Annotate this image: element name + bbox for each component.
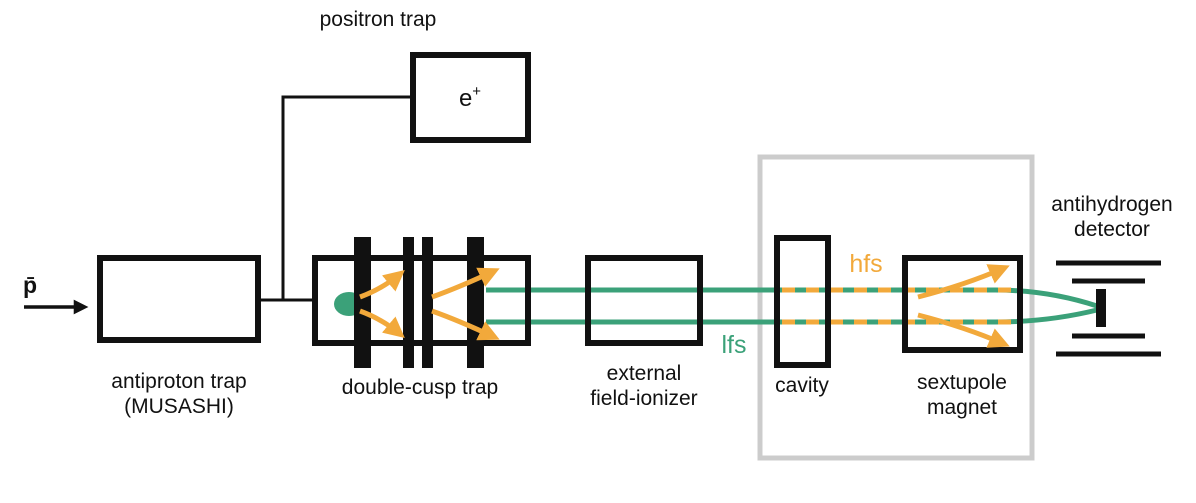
antiproton-input: p̄ [23,272,89,315]
cusp-coil-bar [422,237,433,368]
positron-trap: e+ positron trap [320,8,531,143]
microwave-cavity: cavity [774,235,831,397]
positron-trap-label: positron trap [320,8,437,31]
double-cusp-trap-box [312,255,531,346]
sextupole-label-2: magnet [927,396,997,419]
double-cusp-trap-label: double-cusp trap [342,376,498,399]
detector-label-1: antihydrogen [1051,193,1172,216]
spin-arrow-icon [359,308,405,339]
hfs-deflect-arrow-icon [917,264,1010,300]
antiproton-trap-box [97,255,261,343]
cavity-box [774,235,831,368]
cusp-coil-bar [467,237,484,368]
sextupole-label-1: sextupole [917,371,1007,394]
field-ionizer-box [585,255,703,346]
cusp-coil-bar [403,237,414,368]
lfs-label: lfs [722,331,747,359]
sextupole-box [902,255,1023,353]
detector-label-2: detector [1074,218,1150,241]
antihydrogen-detector: antihydrogen detector [1051,193,1173,357]
sextupole-magnet: sextupole magnet [902,255,1023,419]
double-cusp-trap: double-cusp trap [312,237,531,399]
hfs-deflect-arrow-icon [917,312,1010,348]
spin-arrow-icon [431,267,500,300]
antiproton-trap-label-1: antiproton trap [111,370,246,393]
cavity-label: cavity [775,374,829,397]
positron-trap-box [410,52,531,143]
spin-arrow-icon [431,308,500,341]
positron-symbol: e+ [459,83,481,112]
cusp-coil-bar [354,237,371,368]
external-field-ionizer: external field-ionizer [585,255,703,410]
field-ionizer-label-1: external [607,362,682,385]
antiproton-trap: antiproton trap (MUSASHI) [97,255,261,418]
positron-transfer-line [258,95,413,302]
field-ionizer-label-2: field-ionizer [590,387,697,410]
pbar-symbol: p̄ [23,272,37,298]
hfs-label: hfs [849,250,882,278]
antiproton-trap-label-2: (MUSASHI) [124,395,234,418]
spin-arrow-icon [359,269,405,300]
spin-selector-group-box [757,154,1035,461]
